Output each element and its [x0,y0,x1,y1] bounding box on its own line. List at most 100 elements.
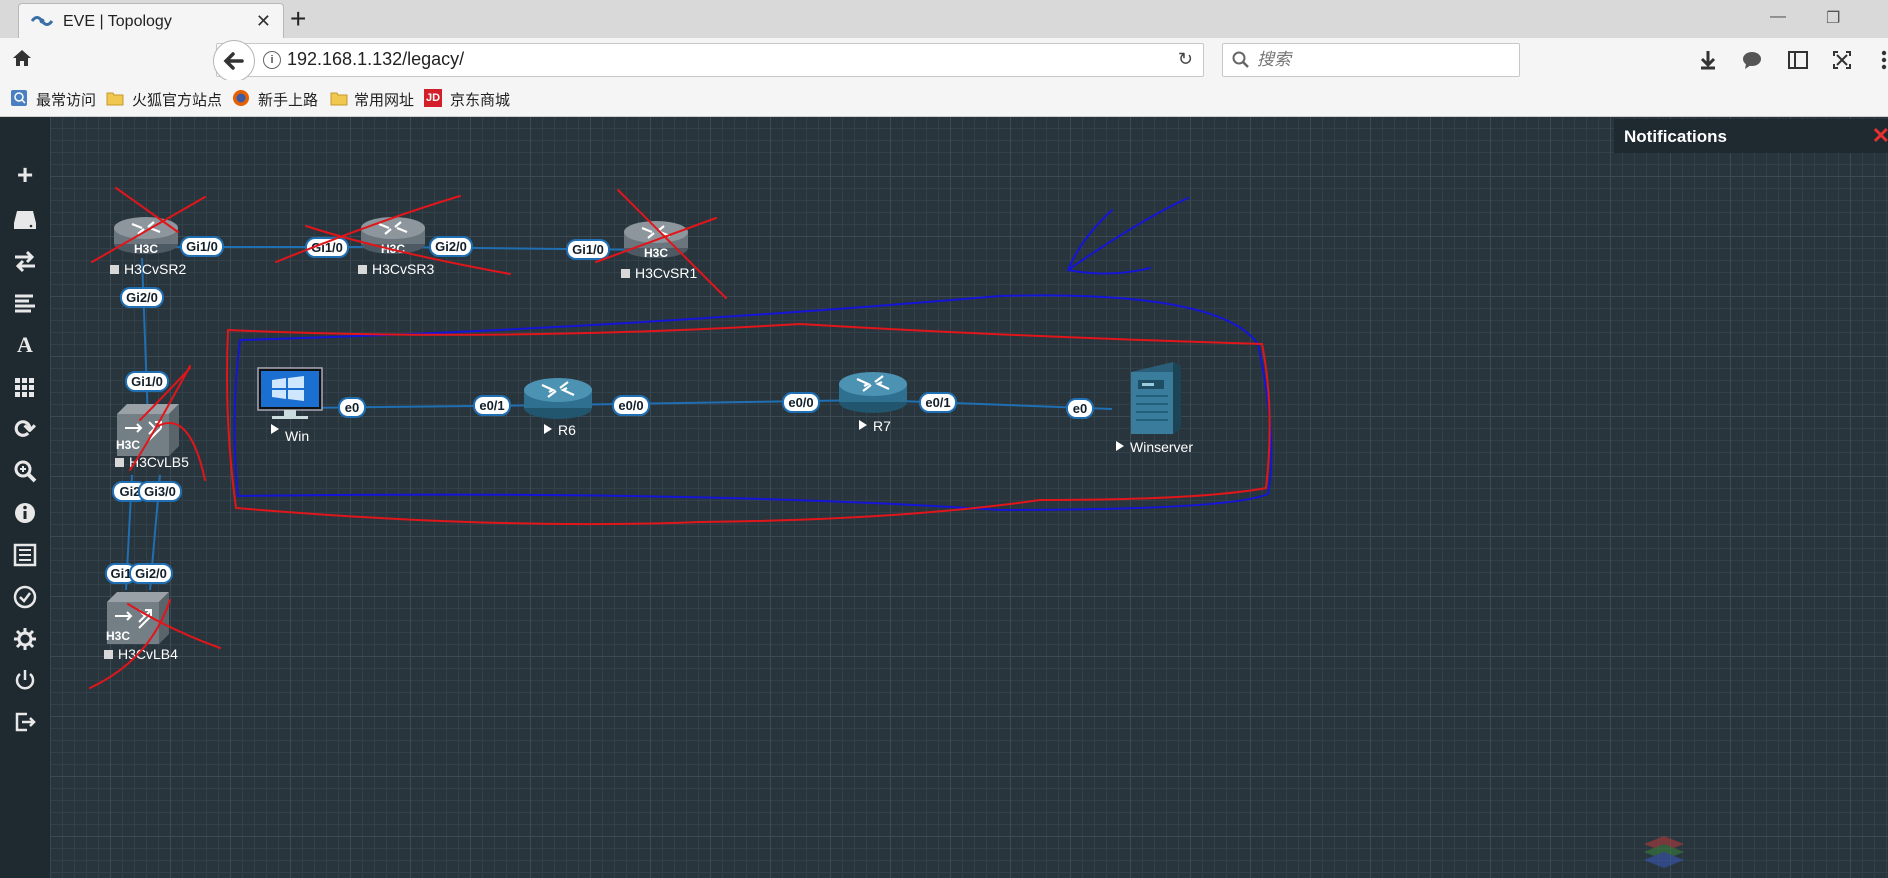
port-label[interactable]: e0 [1066,398,1094,419]
bookmark-common-sites[interactable]: 常用网址 [354,92,415,109]
back-arrow-icon [223,52,244,70]
window-restore-button[interactable]: ❐ [1826,10,1841,27]
svg-text:e0/0: e0/0 [788,395,813,410]
node-brand: H3C [134,242,158,256]
port-label[interactable]: Gi1/0 [566,239,610,260]
node-label: H3CvSR3 [372,261,434,277]
svg-text:e0/0: e0/0 [618,398,643,413]
drive-icon[interactable] [11,205,39,233]
url-text[interactable]: 192.168.1.132/legacy/ [287,49,465,69]
info-icon[interactable] [11,499,39,527]
port-label[interactable]: Gi2 [112,481,148,502]
menu-icon[interactable] [1872,48,1888,72]
node-label: R6 [558,422,576,438]
most-visited-icon [11,90,27,106]
node-status-stopped-icon [110,265,119,274]
port-label[interactable]: Gi3/0 [138,481,182,502]
node-label: H3CvLB5 [129,454,189,470]
port-label[interactable]: Gi1/0 [305,237,349,258]
svg-text:Gi2: Gi2 [120,484,141,499]
browser-tab-active[interactable]: EVE | Topology ✕ [18,3,284,39]
node-brand: H3C [381,242,405,256]
refresh-icon[interactable]: ⟳ [14,414,36,444]
node-status-stopped-icon [621,269,630,278]
svg-text:Gi2/0: Gi2/0 [135,566,167,581]
tab-title: EVE | Topology [63,13,172,30]
reload-icon[interactable]: ↻ [1177,49,1193,69]
port-label[interactable]: Gi2/0 [120,287,164,308]
port-label[interactable]: e0/0 [612,395,650,416]
eve-sidebar: + A ⟳ [0,117,51,878]
tab-close-icon[interactable]: ✕ [255,11,271,31]
firefox-icon [233,90,249,106]
svg-text:Gi1: Gi1 [111,566,132,581]
node-label: Winserver [1130,439,1193,455]
site-info-icon[interactable]: i [263,51,281,69]
text-icon[interactable]: A [17,332,33,357]
node-brand: H3C [644,246,668,260]
port-label[interactable]: e0/1 [919,392,957,413]
add-icon[interactable]: + [16,159,34,190]
notifications-title: Notifications [1624,127,1727,146]
node-label: R7 [873,418,891,434]
node-label: Win [285,428,309,444]
node-brand: H3C [116,438,140,452]
tab-bar: EVE | Topology ✕ + — ❐ [0,0,1888,39]
list-icon[interactable] [11,289,39,317]
folder-icon [330,92,348,106]
zoom-icon[interactable] [11,457,39,485]
notifications-panel: Notifications ✕ [1614,119,1888,153]
check-icon[interactable] [11,583,39,611]
port-label[interactable]: Gi2/0 [429,236,473,257]
chat-icon[interactable] [1740,48,1764,72]
sidebar-toggle-icon[interactable] [1786,48,1810,72]
port-label[interactable]: Gi1/0 [180,236,224,257]
port-label[interactable]: Gi1/0 [125,371,169,392]
topology-canvas[interactable] [51,117,1888,878]
node-label: H3CvSR2 [124,261,186,277]
screenshot-icon[interactable] [1830,48,1854,72]
search-input[interactable] [1255,45,1509,75]
svg-text:e0/1: e0/1 [925,395,950,410]
svg-text:e0/1: e0/1 [479,398,504,413]
svg-text:Gi1/0: Gi1/0 [311,240,343,255]
svg-text:Gi1/0: Gi1/0 [186,239,218,254]
node-status-stopped-icon [115,458,124,467]
close-icon[interactable]: ✕ [1871,123,1888,148]
back-button[interactable] [213,40,255,82]
jd-icon: JD [424,89,442,107]
bookmarks-bar: 最常访问 火狐官方站点 新手上路 常用网址 JD 京东商城 [0,80,1888,117]
port-label[interactable]: Gi2/0 [129,563,173,584]
grid-icon[interactable] [11,374,39,402]
svg-text:e0: e0 [1073,401,1087,416]
svg-text:Gi1/0: Gi1/0 [131,374,163,389]
logout-icon[interactable] [11,708,39,736]
network-icon[interactable] [11,247,39,275]
address-bar[interactable]: i 192.168.1.132/legacy/ ↻ [213,40,1204,82]
svg-text:Gi2/0: Gi2/0 [435,239,467,254]
log-icon[interactable] [11,541,39,569]
bookmark-getting-started[interactable]: 新手上路 [258,92,319,109]
download-icon[interactable] [1696,48,1720,72]
new-tab-button[interactable]: + [290,3,307,34]
node-status-stopped-icon [358,265,367,274]
window-minimize-button[interactable]: — [1770,8,1786,25]
svg-text:Gi2/0: Gi2/0 [126,290,158,305]
bookmark-jd-mall[interactable]: 京东商城 [450,92,511,109]
power-icon[interactable] [11,666,39,694]
port-label[interactable]: e0 [338,397,366,418]
settings-icon[interactable] [11,625,39,653]
node-label: H3CvLB4 [118,646,178,662]
search-icon [1232,51,1249,68]
port-label[interactable]: e0/0 [782,392,820,413]
home-icon[interactable] [10,46,34,70]
eve-logo-icon [31,16,53,26]
search-bar[interactable] [1222,43,1520,77]
svg-text:Gi1/0: Gi1/0 [572,242,604,257]
bookmark-firefox-official[interactable]: 火狐官方站点 [132,92,223,109]
node-label: H3CvSR1 [635,265,697,281]
port-label[interactable]: e0/1 [473,395,511,416]
bookmark-most-visited[interactable]: 最常访问 [36,92,97,109]
svg-text:e0: e0 [345,400,359,415]
folder-icon [106,92,124,106]
